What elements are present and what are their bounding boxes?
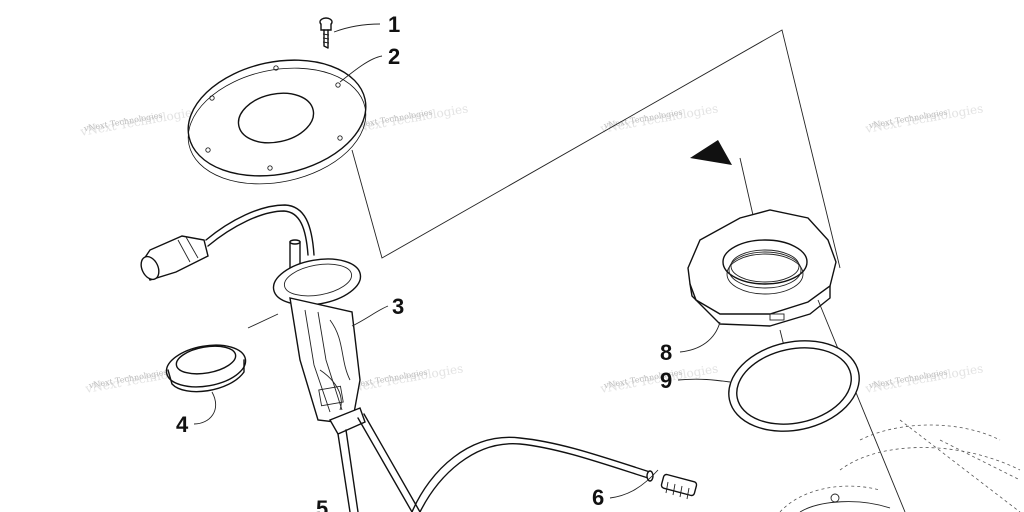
callout-4: 4 xyxy=(176,412,189,437)
ring-seal-part xyxy=(165,344,247,393)
sender-wire-part xyxy=(411,436,698,512)
flange-plate-part xyxy=(187,59,367,185)
leader-lines xyxy=(193,23,731,499)
callout-3: 3 xyxy=(392,294,404,319)
lock-ring-part xyxy=(687,209,837,327)
callout-6: 6 xyxy=(592,485,604,510)
fuel-tank-outline xyxy=(779,419,1021,512)
fuel-pump-assembly-part xyxy=(140,204,421,512)
callout-2: 2 xyxy=(388,44,400,69)
o-ring-part xyxy=(728,340,860,432)
direction-arrow-icon xyxy=(690,140,732,165)
screw-part xyxy=(319,17,333,49)
callout-9: 9 xyxy=(660,368,672,393)
callout-labels: 1 2 3 4 5 6 8 9 xyxy=(176,12,672,512)
callout-1: 1 xyxy=(388,12,400,37)
callout-5: 5 xyxy=(316,496,328,512)
callout-8: 8 xyxy=(660,340,672,365)
